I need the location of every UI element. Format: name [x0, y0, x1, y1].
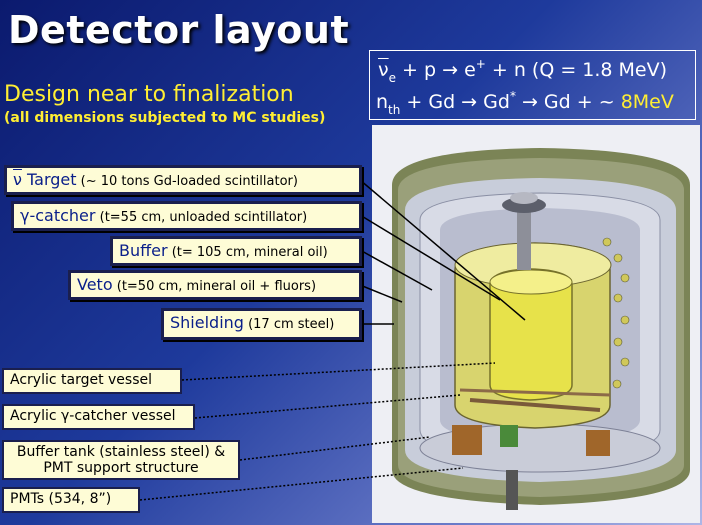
label-buffer-tank-line2: PMT support structure [10, 460, 232, 476]
pmt [614, 254, 622, 262]
label-acrylic-gamma-vessel: Acrylic γ-catcher vessel [2, 404, 195, 430]
label-buffer: Buffer (t= 105 cm, mineral oil) [110, 236, 362, 266]
pmt [621, 274, 629, 282]
pmt [621, 316, 629, 324]
label-acrylic-gamma-b: -catcher vessel [69, 408, 175, 424]
label-gamma-desc: (t=55 cm, unloaded scintillator) [95, 210, 307, 225]
support-post [506, 470, 518, 510]
label-target: ν Target (~ 10 tons Gd-loaded scintillat… [4, 165, 362, 195]
chimney-cap [510, 192, 538, 204]
label-shield-desc: (17 cm steel) [244, 317, 334, 332]
label-gamma-catcher: γ-catcher (t=55 cm, unloaded scintillato… [11, 201, 362, 231]
label-veto-desc: (t=50 cm, mineral oil + fluors) [113, 279, 316, 294]
label-target-desc: (~ 10 tons Gd-loaded scintillator) [77, 174, 298, 189]
label-pmts: PMTs (534, 8”) [2, 487, 140, 513]
pmt [614, 294, 622, 302]
label-shielding: Shielding (17 cm steel) [161, 308, 362, 340]
antineutrino-symbol: ν [13, 170, 22, 189]
label-buffer-tank-line1: Buffer tank (stainless steel) & [10, 444, 232, 460]
pmt [613, 380, 621, 388]
label-buffer-name: Buffer [119, 241, 168, 260]
label-gamma-name: -catcher [29, 206, 95, 225]
support-foot [586, 430, 610, 456]
label-buffer-desc: (t= 105 cm, mineral oil) [168, 245, 328, 260]
label-acrylic-target-vessel: Acrylic target vessel [2, 368, 182, 394]
label-veto: Veto (t=50 cm, mineral oil + fluors) [68, 270, 362, 300]
pmt [603, 238, 611, 246]
support-foot [500, 425, 518, 447]
pmt [614, 338, 622, 346]
pmt [621, 358, 629, 366]
target-top [490, 270, 572, 294]
support-foot [452, 425, 482, 455]
label-target-name: Target [22, 170, 77, 189]
label-veto-name: Veto [77, 275, 113, 294]
label-buffer-tank: Buffer tank (stainless steel) & PMT supp… [2, 440, 240, 480]
label-acrylic-gamma-a: Acrylic [10, 408, 61, 424]
label-shield-name: Shielding [170, 313, 244, 332]
